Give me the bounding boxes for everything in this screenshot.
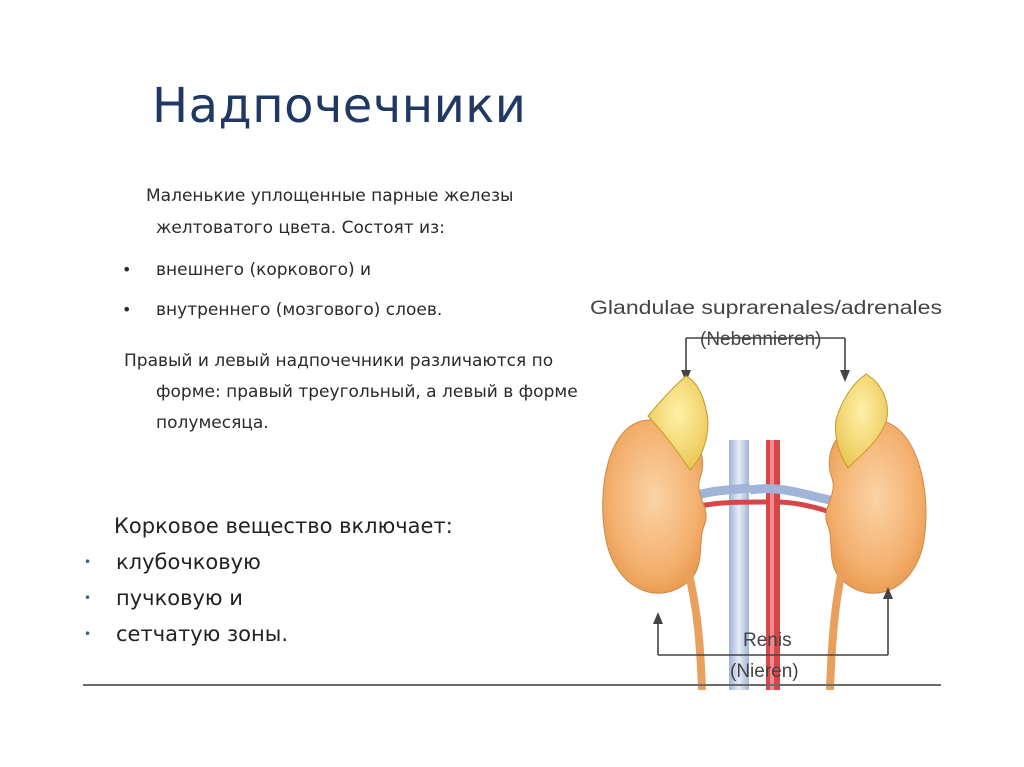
figure-label-adrenals-de: (Nebennieren) bbox=[700, 329, 821, 350]
bottom-divider bbox=[83, 684, 941, 686]
arrow-connector-bottom bbox=[657, 595, 889, 656]
arrow-down-icon bbox=[840, 370, 850, 382]
intro-line-2: желтоватого цвета. Состоят из: bbox=[156, 218, 445, 238]
intro-line-1: Маленькие уплощенные парные железы bbox=[146, 186, 514, 206]
shape-line-3: полумесяца. bbox=[156, 413, 269, 433]
cortex-zones-list: клубочковую пучковую и сетчатую зоны. bbox=[84, 544, 453, 652]
list-item: пучковую и bbox=[84, 580, 453, 616]
page-title: Надпочечники bbox=[152, 78, 527, 134]
cortex-section: Корковое вещество включает: клубочковую … bbox=[84, 508, 453, 652]
figure-label-kidneys: Renis bbox=[743, 630, 792, 651]
kidney-adrenal-illustration: Glandulae suprarenales/adrenales (Nebenn… bbox=[590, 290, 942, 690]
adrenal-right bbox=[835, 373, 888, 469]
list-item: внутреннего (мозгового) слоев. bbox=[122, 290, 592, 330]
cortex-heading: Корковое вещество включает: bbox=[114, 514, 453, 538]
ureter-right bbox=[826, 569, 846, 690]
arrow-up-icon bbox=[883, 587, 893, 599]
shape-text: Правый и левый надпочечники различаются … bbox=[124, 346, 644, 439]
left-renal-vessel bbox=[696, 483, 751, 500]
shape-line-2: форме: правый треугольный, а левый в фор… bbox=[156, 382, 578, 402]
adrenal-left bbox=[647, 375, 709, 471]
kidney-left bbox=[602, 419, 707, 594]
list-item: сетчатую зоны. bbox=[84, 616, 453, 652]
intro-text: Маленькие уплощенные парные железы желто… bbox=[122, 180, 592, 330]
vena-cava bbox=[729, 440, 749, 690]
layers-list: внешнего (коркового) и внутреннего (мозг… bbox=[122, 250, 592, 330]
right-renal-vessel bbox=[749, 484, 831, 505]
list-item: клубочковую bbox=[84, 544, 453, 580]
figure-label-kidneys-de: (Nieren) bbox=[730, 661, 799, 682]
arrow-connector-top bbox=[685, 337, 846, 374]
list-item: внешнего (коркового) и bbox=[122, 250, 592, 290]
ureter-left bbox=[684, 569, 706, 690]
arrow-up-icon bbox=[653, 612, 663, 624]
figure-label-adrenals: Glandulae suprarenales/adrenales bbox=[590, 298, 942, 319]
shape-line-1: Правый и левый надпочечники различаются … bbox=[124, 351, 554, 371]
